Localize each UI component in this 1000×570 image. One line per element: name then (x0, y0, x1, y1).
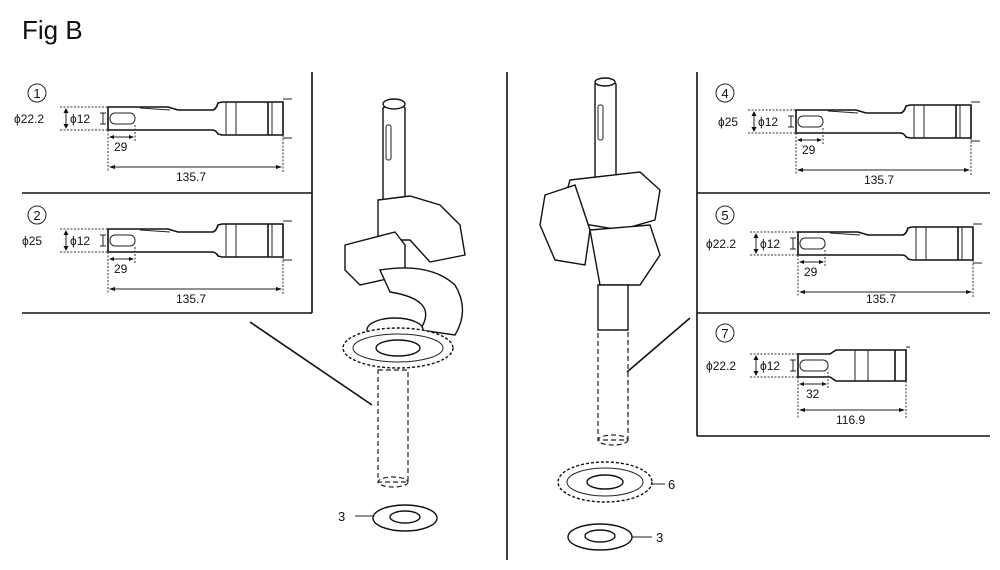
shaft-drawing (59, 220, 293, 295)
part-callout-3: 3 (656, 530, 663, 545)
total-length: 135.7 (176, 292, 206, 306)
panel-number: 1 (33, 86, 40, 101)
spec-panel-5: 5 ϕ22.2 ϕ12 29 135.7 (706, 205, 983, 306)
shaft-drawing (747, 101, 981, 176)
spec-panel-1: 1 ϕ22.2 ϕ12 29 135.7 (14, 83, 293, 184)
leader-line-right (626, 317, 691, 373)
panel-number: 7 (721, 326, 728, 341)
total-length: 135.7 (176, 170, 206, 184)
shaft-drawing (59, 98, 293, 173)
slot-length: 29 (114, 262, 128, 276)
panel-number: 2 (33, 208, 40, 223)
shaft-drawing (749, 223, 983, 298)
shaft-drawing (749, 346, 911, 420)
left-thrust-washer: 3 (338, 504, 438, 532)
outer-diameter: ϕ22.2 (706, 237, 736, 251)
spec-panel-7: 7 ϕ22.2 ϕ12 32 116.9 (706, 323, 911, 427)
inner-diameter: ϕ12 (70, 234, 90, 248)
outer-diameter: ϕ22.2 (706, 359, 736, 373)
panel-number-badge (27, 205, 47, 225)
slot-length: 29 (114, 140, 128, 154)
figure-title: Fig B (22, 15, 83, 45)
leader-line-left (249, 321, 373, 406)
spec-panel-2: 2 ϕ25 ϕ12 29 135.7 (22, 205, 293, 306)
part-callout-6: 6 (668, 477, 675, 492)
right-thrust-washer: 3 (567, 523, 663, 551)
left-panel-frame (22, 72, 313, 314)
inner-diameter: ϕ12 (758, 115, 778, 129)
part-callout-3: 3 (338, 509, 345, 524)
outer-diameter: ϕ25 (718, 115, 738, 129)
spec-panel-4: 4 ϕ25 ϕ12 29 135.7 (715, 83, 981, 187)
inner-diameter: ϕ12 (70, 112, 90, 126)
right-crank-gear: 6 (557, 461, 675, 503)
panel-number-badge (715, 205, 735, 225)
panel-number: 5 (721, 208, 728, 223)
inner-diameter: ϕ12 (760, 237, 780, 251)
outer-diameter: ϕ22.2 (14, 112, 44, 126)
total-length: 135.7 (864, 173, 894, 187)
right-panel-frame (696, 72, 990, 437)
panel-number: 4 (721, 86, 728, 101)
panel-number-badge (27, 83, 47, 103)
slot-length: 29 (804, 265, 818, 279)
slot-length: 29 (802, 143, 816, 157)
left-crankshaft-illustration (342, 98, 466, 488)
inner-diameter: ϕ12 (760, 359, 780, 373)
total-length: 116.9 (836, 413, 865, 427)
panel-number-badge (715, 83, 735, 103)
total-length: 135.7 (866, 292, 896, 306)
right-crankshaft-illustration (539, 77, 661, 446)
outer-diameter: ϕ25 (22, 234, 42, 248)
slot-length: 32 (806, 387, 820, 401)
panel-number-badge (715, 323, 735, 343)
